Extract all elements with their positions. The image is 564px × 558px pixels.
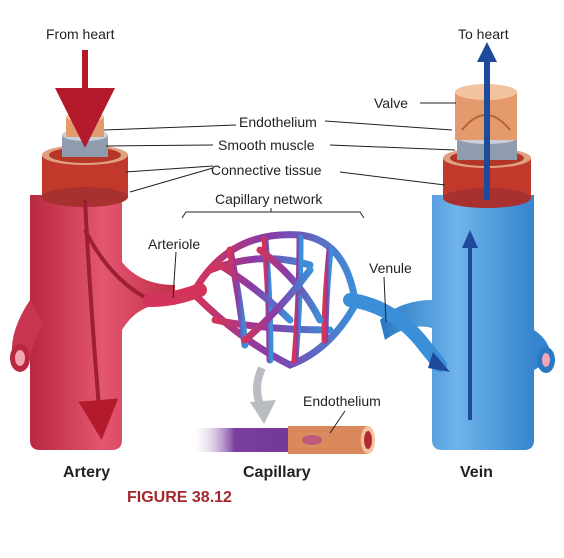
leader-lines [103,102,456,434]
artery-caption: Artery [63,464,110,481]
artery-body [30,195,175,450]
capillary-caption: Capillary [243,464,311,481]
artery [10,50,175,450]
venule-label: Venule [369,260,412,276]
connective-tissue-label: Connective tissue [211,162,322,178]
figure-label: FIGURE 38.12 [127,489,232,506]
capillary [190,426,375,454]
valve-label: Valve [374,95,408,111]
capillary-network [143,231,450,372]
smooth-muscle-label: Smooth muscle [218,137,315,153]
venule [343,293,447,372]
endothelium-label: Endothelium [239,114,317,130]
artery-flow-arrow [78,199,119,440]
to-heart-label: To heart [458,26,509,42]
from-heart-label: From heart [46,26,115,42]
vein [380,42,555,450]
vein-caption: Vein [460,464,493,481]
vein-body [380,195,534,450]
capillary-endothelium-label: Endothelium [303,393,381,409]
arteriole-label: Arteriole [148,236,200,252]
capillary-network-label: Capillary network [215,191,323,207]
